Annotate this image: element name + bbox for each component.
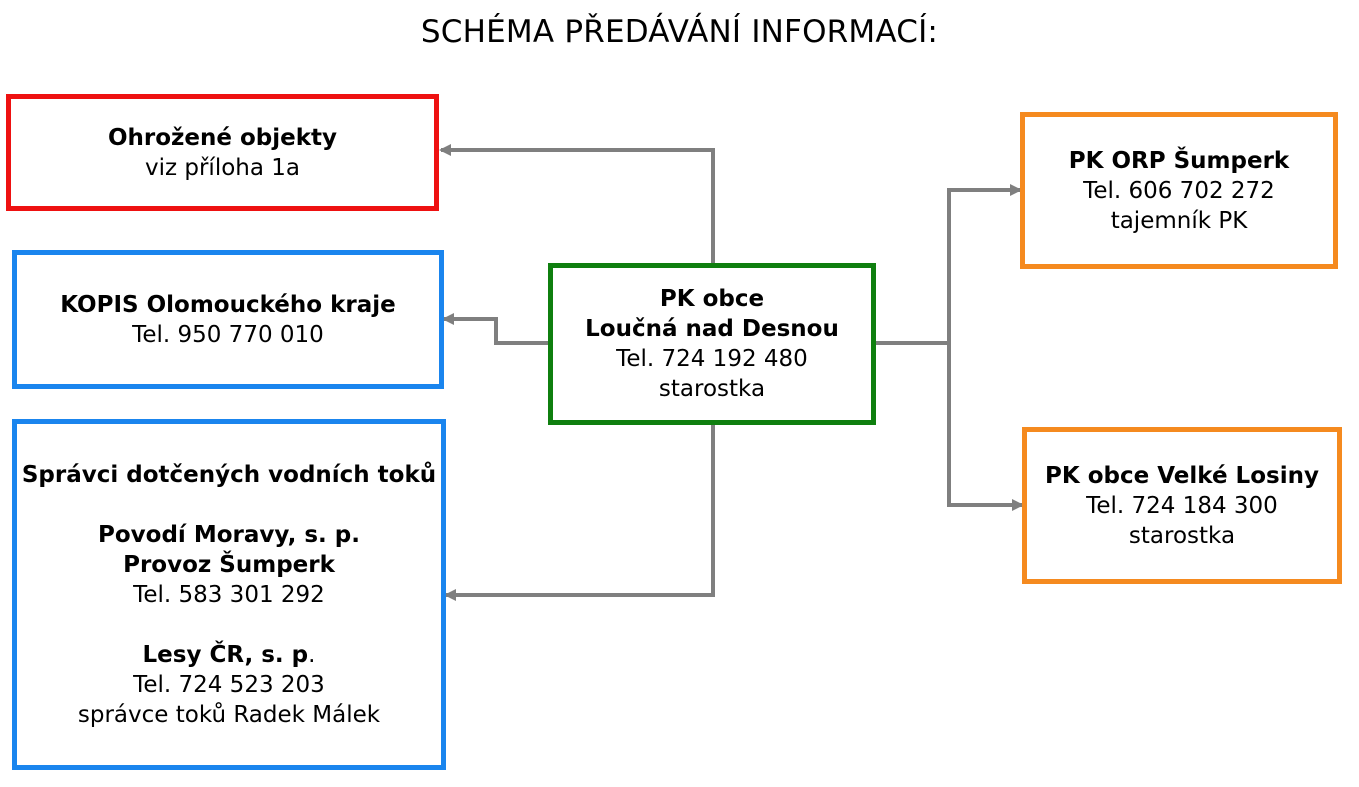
center-phone: Tel. 724 192 480: [616, 346, 808, 372]
povodi-moravy-name: Povodí Moravy, s. p.: [98, 521, 360, 548]
lesy-cr-phone: Tel. 724 523 203: [133, 671, 325, 698]
povodi-moravy-branch: Provoz Šumperk: [123, 551, 335, 578]
orp-name: PK ORP Šumperk: [1068, 147, 1290, 174]
orp-sumperk-box: PK ORP Šumperk Tel. 606 702 272 tajemník…: [1020, 112, 1338, 269]
lesy-cr-name: Lesy ČR, s. p: [142, 641, 309, 668]
lesy-cr-role: správce toků Radek Málek: [77, 701, 381, 728]
losiny-role: starostka: [1128, 522, 1236, 549]
arrow-to-losiny: [947, 343, 1024, 511]
orp-role: tajemník PK: [1110, 207, 1248, 234]
arrow-to-orp: [874, 184, 1022, 345]
water-managers-box: Správci dotčených vodních toků Povodí Mo…: [12, 419, 446, 770]
arrow-to-threatened: [439, 144, 715, 265]
kopis-box: KOPIS Olomouckého kraje Tel. 950 770 010: [12, 250, 444, 389]
povodi-moravy-phone: Tel. 583 301 292: [133, 581, 325, 608]
losiny-name: PK obce Velké Losiny: [1045, 462, 1319, 489]
center-line1: PK obce: [659, 286, 765, 312]
velke-losiny-box: PK obce Velké Losiny Tel. 724 184 300 st…: [1022, 427, 1342, 584]
water-managers-heading: Správci dotčených vodních toků: [21, 461, 437, 488]
lesy-cr-name-dot: .: [308, 641, 316, 668]
threatened-objects-name: Ohrožené objekty: [107, 124, 338, 151]
municipality-crisis-staff-box: PK obce Loučná nad Desnou Tel. 724 192 4…: [548, 263, 876, 425]
arrow-to-kopis: [442, 313, 550, 345]
kopis-name: KOPIS Olomouckého kraje: [60, 291, 396, 318]
center-line2: Loučná nad Desnou: [585, 316, 839, 342]
diagram-title: SCHÉMA PŘEDÁVÁNÍ INFORMACÍ:: [420, 14, 939, 50]
arrow-to-water-managers: [444, 423, 715, 601]
orp-phone: Tel. 606 702 272: [1083, 177, 1275, 204]
threatened-objects-ref: viz příloha 1a: [144, 154, 300, 181]
threatened-objects-box: Ohrožené objekty viz příloha 1a: [6, 94, 439, 211]
center-role: starostka: [658, 376, 766, 402]
kopis-phone: Tel. 950 770 010: [132, 321, 324, 348]
losiny-phone: Tel. 724 184 300: [1086, 492, 1278, 519]
lesy-cr-name-line: Lesy ČR, s. p.: [143, 640, 316, 670]
